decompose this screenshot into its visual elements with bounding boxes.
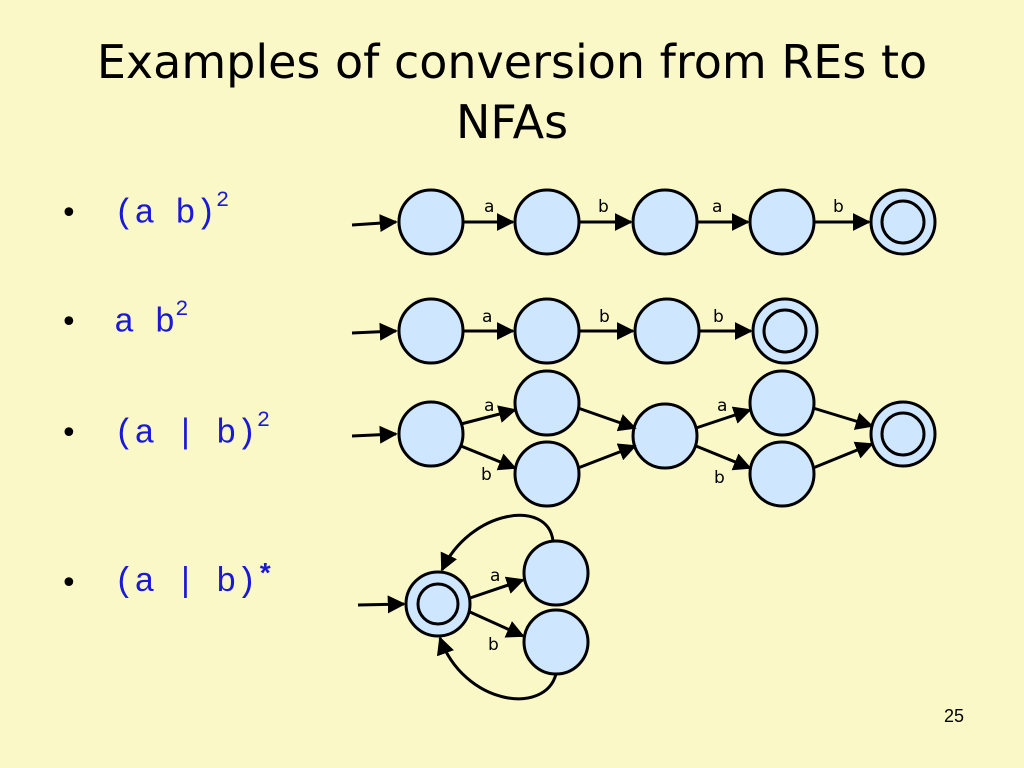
start-accept-state-node <box>404 570 472 638</box>
loop-back-edge <box>440 513 555 572</box>
state-node <box>513 188 581 256</box>
bullet-marker: • <box>60 415 78 451</box>
state-node <box>522 539 590 607</box>
state-node <box>633 297 701 365</box>
edge-label: a <box>482 307 492 327</box>
regex-3-exponent: 2 <box>256 408 271 434</box>
transition-edge <box>460 405 517 426</box>
edge-label: b <box>714 468 725 488</box>
nfa-row-2: a b b <box>351 297 819 365</box>
edge-label: b <box>488 635 499 655</box>
regex-4: (a | b)* <box>114 561 274 602</box>
transition-edge <box>469 610 525 638</box>
regex-1-expr: (a b) <box>114 195 217 234</box>
state-node <box>513 297 581 365</box>
regex-1: (a b)2 <box>114 188 229 234</box>
state-node <box>522 608 590 676</box>
accept-state-ring <box>880 411 926 457</box>
start-arrow <box>351 322 398 341</box>
edge-label: b <box>598 197 609 217</box>
page-number: 25 <box>943 706 964 726</box>
title-line-2: NFAs <box>455 95 569 149</box>
start-arrow <box>351 425 398 444</box>
regex-2-exponent: 2 <box>175 297 189 323</box>
state-node <box>748 440 816 508</box>
regex-2: a b2 <box>114 297 188 343</box>
transition-edge <box>812 406 874 430</box>
loop-back-edge <box>437 636 558 701</box>
state-node <box>631 188 699 256</box>
state-node <box>397 400 465 468</box>
regex-3-expr: (a | b) <box>114 415 257 454</box>
start-arrow <box>351 214 398 233</box>
nfa-row-4: a b <box>357 513 590 701</box>
bullet-4: • (a | b)* <box>60 561 274 603</box>
bullet-marker: • <box>60 195 78 231</box>
bullet-1: • (a b)2 <box>60 188 229 234</box>
state-node <box>513 369 581 437</box>
regex-1-exponent: 2 <box>216 188 230 214</box>
state-node <box>748 369 816 437</box>
transition-edge <box>577 406 637 432</box>
transition-edge <box>812 441 874 470</box>
slide-title: Examples of conversion from REs to NFAs <box>0 32 1024 152</box>
transition-edge <box>577 443 637 470</box>
transition-edge <box>695 406 752 430</box>
edge-label: b <box>599 307 610 327</box>
bullet-2: • a b2 <box>60 297 188 343</box>
state-node <box>513 440 581 508</box>
state-node <box>397 188 465 256</box>
transition-edge <box>695 444 752 471</box>
bullet-3: • (a | b)2 <box>60 408 270 454</box>
regex-4-star: * <box>256 561 274 592</box>
state-node <box>631 402 699 470</box>
bullet-marker: • <box>60 304 78 340</box>
state-node <box>748 188 816 256</box>
bullet-marker: • <box>60 565 78 601</box>
accept-state-node <box>751 297 819 365</box>
accept-state-node <box>869 188 937 256</box>
regex-2-expr: a b <box>114 304 176 343</box>
accept-state-ring <box>416 582 460 626</box>
nfa-row-1: a b a b <box>351 188 937 256</box>
edge-label: a <box>712 197 722 217</box>
regex-3: (a | b)2 <box>114 408 270 454</box>
transition-edge <box>469 576 525 600</box>
nfa-row-3: a b a b <box>351 369 937 508</box>
edge-label: b <box>713 307 724 327</box>
transition-edge <box>460 444 517 471</box>
edge-label: b <box>833 197 844 217</box>
edge-label: a <box>484 197 494 217</box>
start-arrow <box>357 595 406 614</box>
regex-4-expr: (a | b) <box>114 564 257 602</box>
edge-label: b <box>481 465 492 485</box>
edge-label: a <box>484 396 494 416</box>
title-line-1: Examples of conversion from REs to <box>96 35 928 89</box>
accept-state-ring <box>880 199 926 245</box>
edge-label: a <box>490 566 500 586</box>
state-node <box>397 297 465 365</box>
edge-label: a <box>717 396 727 416</box>
accept-state-node <box>869 400 937 468</box>
accept-state-ring <box>762 308 808 354</box>
